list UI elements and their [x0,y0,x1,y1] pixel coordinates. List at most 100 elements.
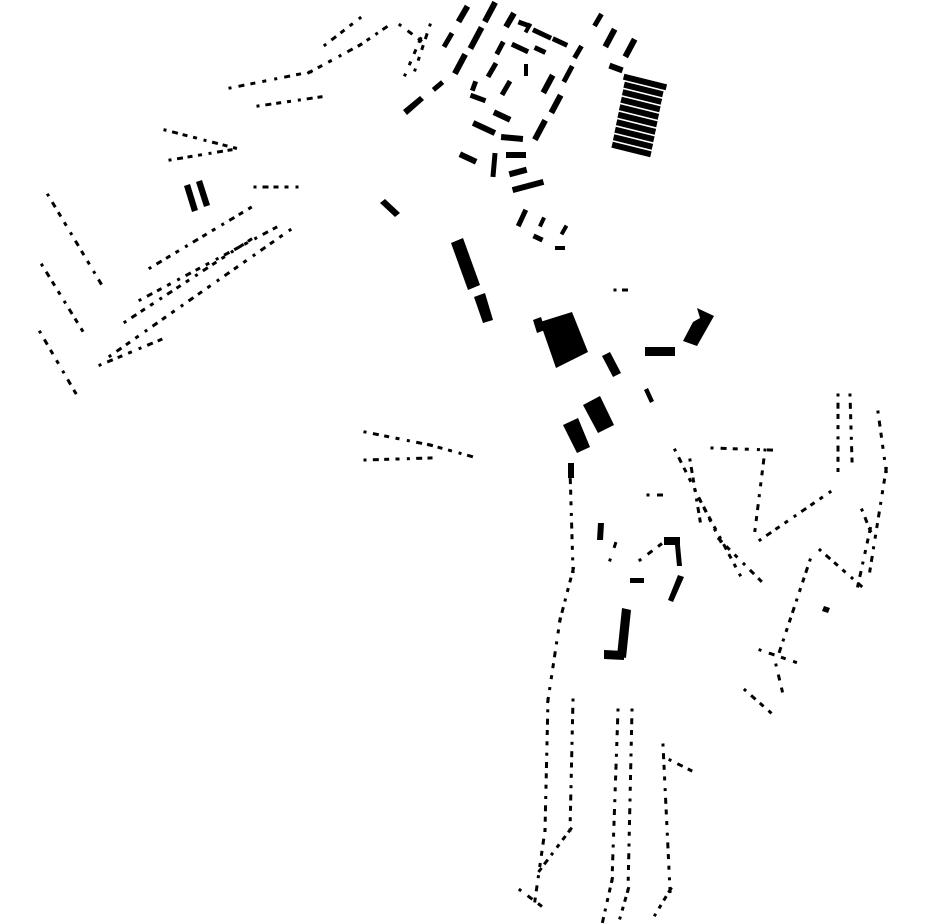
building [211,227,217,233]
building [107,353,113,359]
building [506,152,526,158]
building [608,558,612,562]
building [63,221,68,227]
building [194,266,201,272]
building [222,143,228,148]
building [863,516,869,524]
building [156,287,163,293]
building [881,444,885,449]
building [663,776,667,781]
building [657,493,663,497]
building [534,885,539,892]
building [611,141,652,158]
building [220,222,225,227]
building [247,205,253,211]
building [663,788,667,792]
building [166,282,172,287]
building [537,902,543,908]
building [163,128,167,132]
building [569,773,573,778]
building [779,687,785,693]
building [515,208,529,228]
building-l-shape [683,308,714,346]
building [232,146,238,150]
building [437,445,443,450]
building [611,844,615,848]
building [337,53,343,58]
building [262,230,269,236]
building [455,4,471,24]
building [471,120,497,136]
building [247,237,253,243]
building [757,494,761,498]
building [616,708,620,712]
building [395,457,400,461]
building [62,300,67,305]
building [877,420,882,427]
building [166,289,173,296]
building [563,418,590,453]
building [602,352,621,377]
building [694,498,699,502]
building [780,655,787,661]
building [754,515,759,522]
building [322,42,328,48]
building [346,47,354,54]
building [253,185,257,189]
building [629,753,633,757]
building [228,216,236,222]
building [618,104,660,120]
building [808,558,812,562]
building [691,477,696,483]
building [627,831,631,836]
building [664,537,680,545]
building [211,140,219,146]
building [748,568,756,576]
building [117,354,123,360]
building [628,786,632,791]
building [339,28,346,35]
building [544,784,548,789]
building [97,278,103,286]
building [620,906,625,912]
building [194,273,199,278]
building [662,764,666,770]
building [836,436,840,440]
building [766,448,774,452]
building [622,73,668,91]
building [415,440,423,445]
building [687,477,693,483]
building [157,337,163,343]
building [233,246,240,252]
building [208,151,212,156]
building [413,68,417,72]
building [543,828,547,832]
building [555,246,565,250]
building [43,338,49,346]
building [262,79,267,84]
building [215,256,220,261]
building [306,69,314,75]
building [406,457,410,461]
building [725,545,731,551]
building [884,466,888,474]
building [878,501,883,506]
building [237,210,244,217]
building [629,729,634,736]
building [73,317,79,324]
building [822,606,830,613]
building [570,566,576,574]
building [39,262,45,268]
building [666,842,670,849]
building [570,545,574,550]
building [569,762,574,768]
building [441,31,455,49]
building [628,798,632,802]
building [629,741,633,746]
building [626,864,631,871]
building [426,442,434,448]
building [86,260,91,266]
building [677,456,683,464]
building [615,718,620,725]
